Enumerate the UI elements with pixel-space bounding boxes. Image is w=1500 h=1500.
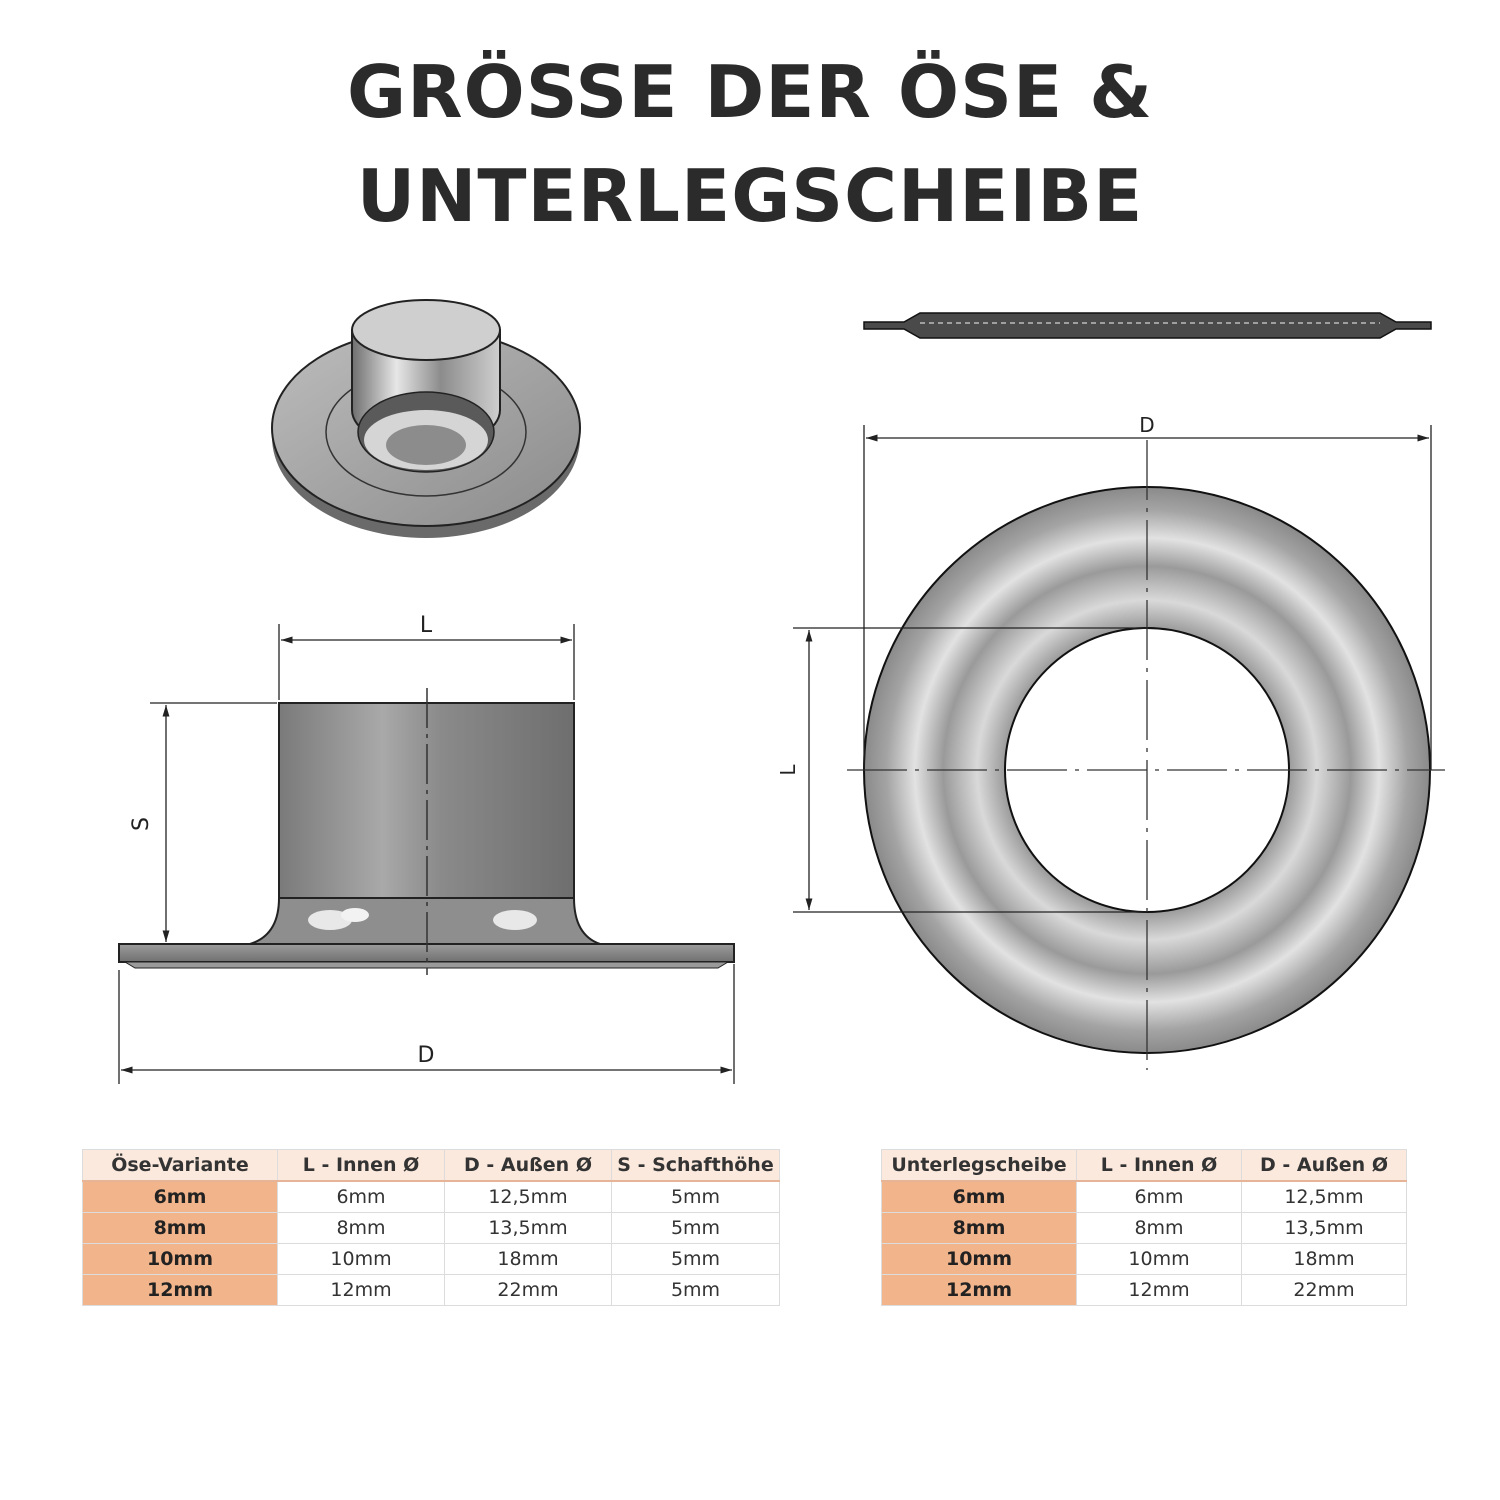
- variant-cell: 10mm: [82, 1243, 278, 1275]
- eyelet-size-table: Öse-Variante L - Innen Ø D - Außen Ø S -…: [82, 1149, 780, 1306]
- table-cell: 18mm: [1241, 1243, 1407, 1275]
- table-cell: 22mm: [1241, 1274, 1407, 1306]
- header-cell: Unterlegscheibe: [881, 1149, 1077, 1182]
- table-row: 10mm 10mm 18mm 5mm: [82, 1243, 780, 1275]
- page-title: GRÖSSE DER ÖSE & UNTERLEGSCHEIBE: [0, 40, 1500, 248]
- header-cell: S - Schafthöhe: [611, 1149, 780, 1182]
- table-row: 6mm 6mm 12,5mm 5mm: [82, 1180, 780, 1213]
- header-cell: L - Innen Ø: [1076, 1149, 1242, 1182]
- variant-cell: 12mm: [881, 1274, 1077, 1306]
- variant-cell: 10mm: [881, 1243, 1077, 1275]
- table-cell: 8mm: [1076, 1212, 1242, 1244]
- dim-label-eyelet-S: S: [129, 817, 154, 831]
- table-cell: 5mm: [611, 1180, 780, 1213]
- washer-size-table: Unterlegscheibe L - Innen Ø D - Außen Ø …: [881, 1149, 1407, 1306]
- table-cell: 12,5mm: [1241, 1180, 1407, 1213]
- table-cell: 10mm: [1076, 1243, 1242, 1275]
- title-line-1: GRÖSSE DER ÖSE &: [346, 50, 1154, 134]
- table-row: 6mm 6mm 12,5mm: [881, 1180, 1407, 1213]
- dim-label-washer-D: D: [1139, 413, 1154, 437]
- dim-label-washer-L: L: [776, 764, 800, 776]
- table-cell: 13,5mm: [444, 1212, 612, 1244]
- header-cell: D - Außen Ø: [444, 1149, 612, 1182]
- table-cell: 5mm: [611, 1243, 780, 1275]
- header-cell: L - Innen Ø: [277, 1149, 445, 1182]
- dim-label-eyelet-L: L: [420, 613, 433, 638]
- table-cell: 22mm: [444, 1274, 612, 1306]
- table-cell: 12,5mm: [444, 1180, 612, 1213]
- table-row: 12mm 12mm 22mm 5mm: [82, 1274, 780, 1306]
- variant-cell: 12mm: [82, 1274, 278, 1306]
- table-cell: 12mm: [1076, 1274, 1242, 1306]
- washer-front-view: [847, 440, 1445, 1070]
- variant-cell: 6mm: [82, 1180, 278, 1213]
- eyelet-dimension-lines: [118, 624, 735, 1084]
- table-cell: 6mm: [1076, 1180, 1242, 1213]
- table-cell: 10mm: [277, 1243, 445, 1275]
- table-cell: 12mm: [277, 1274, 445, 1306]
- table-header-row: Unterlegscheibe L - Innen Ø D - Außen Ø: [881, 1149, 1407, 1182]
- table-row: 8mm 8mm 13,5mm: [881, 1212, 1407, 1244]
- header-cell: D - Außen Ø: [1241, 1149, 1407, 1182]
- title-line-2: UNTERLEGSCHEIBE: [356, 154, 1144, 238]
- washer-side-view: [863, 312, 1432, 339]
- variant-cell: 8mm: [82, 1212, 278, 1244]
- table-cell: 18mm: [444, 1243, 612, 1275]
- table-row: 12mm 12mm 22mm: [881, 1274, 1407, 1306]
- eyelet-3d-illustration: [271, 299, 581, 538]
- table-cell: 5mm: [611, 1274, 780, 1306]
- table-cell: 8mm: [277, 1212, 445, 1244]
- table-header-row: Öse-Variante L - Innen Ø D - Außen Ø S -…: [82, 1149, 780, 1182]
- header-cell: Öse-Variante: [82, 1149, 278, 1182]
- dim-label-eyelet-D: D: [418, 1043, 435, 1068]
- table-cell: 5mm: [611, 1212, 780, 1244]
- table-row: 8mm 8mm 13,5mm 5mm: [82, 1212, 780, 1244]
- washer-dimension-lines: [793, 425, 1432, 913]
- table-row: 10mm 10mm 18mm: [881, 1243, 1407, 1275]
- eyelet-side-view: [118, 688, 735, 975]
- variant-cell: 6mm: [881, 1180, 1077, 1213]
- variant-cell: 8mm: [881, 1212, 1077, 1244]
- table-cell: 13,5mm: [1241, 1212, 1407, 1244]
- table-cell: 6mm: [277, 1180, 445, 1213]
